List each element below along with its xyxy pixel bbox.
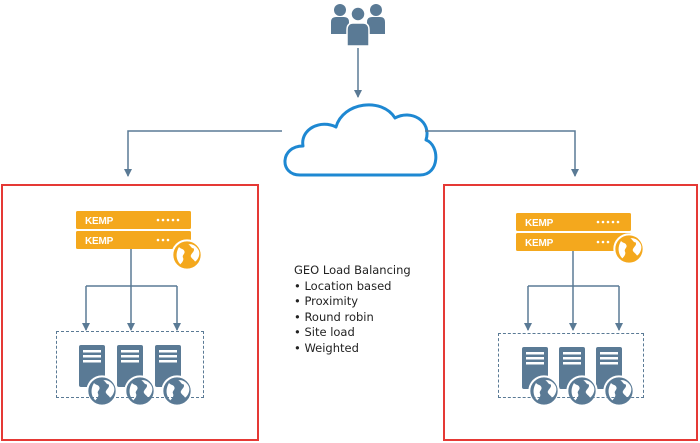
site-left-container [1, 184, 259, 441]
svg-text:KEMP: KEMP [85, 236, 114, 247]
svg-text:KEMP: KEMP [85, 216, 114, 227]
site-left: KEMP KEMP [76, 211, 203, 407]
kemp-appliance-icon: KEMP [516, 213, 631, 231]
svg-text:KEMP: KEMP [525, 218, 554, 229]
users-group-icon [331, 4, 385, 47]
server-pool-right [498, 333, 644, 398]
legend-item: Proximity [294, 294, 434, 310]
geo-load-balancing-legend: GEO Load Balancing Location based Proxim… [294, 263, 434, 356]
legend-item: Weighted [294, 341, 434, 357]
site-right: KEMP KEMP [516, 213, 645, 407]
cloud-to-left-site-arrow [124, 130, 282, 177]
server-pool-left [56, 331, 204, 398]
cloud-to-right-site-arrow [425, 130, 579, 177]
legend-item: Site load [294, 325, 434, 341]
legend-item: Round robin [294, 310, 434, 326]
legend-list: Location based Proximity Round robin Sit… [294, 279, 434, 357]
svg-text:KEMP: KEMP [525, 238, 554, 249]
internet-cloud-icon [283, 103, 438, 177]
kemp-appliance-icon: KEMP [76, 231, 191, 249]
legend-title: GEO Load Balancing [294, 263, 411, 277]
legend-item: Location based [294, 279, 434, 295]
site-right-container [443, 184, 698, 441]
kemp-appliance-icon: KEMP [516, 233, 631, 251]
kemp-appliance-icon: KEMP [76, 211, 191, 229]
